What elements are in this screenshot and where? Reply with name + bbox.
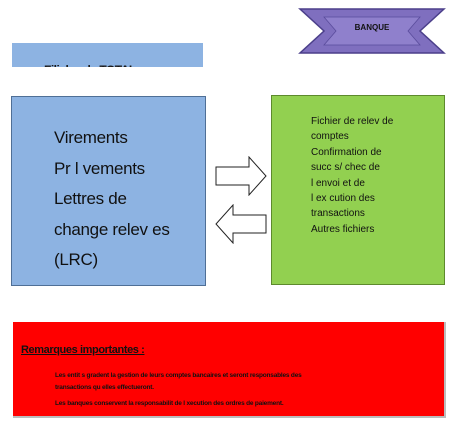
bank-files-list: Fichier de relev de comptes Confirmation… — [311, 114, 393, 237]
bank-file-item: l envoi et de — [311, 177, 365, 189]
banque-badge: BANQUE — [296, 7, 448, 55]
right-arrow-icon — [215, 156, 267, 196]
remarks-line: Les entit s gradent la gestion de leurs … — [55, 372, 302, 379]
filiales-title-box: Filiales de TOTAL — [12, 43, 203, 73]
payment-type-item: change relev es — [54, 219, 170, 239]
remarks-line: transactions qu elles effectueront. — [55, 384, 154, 391]
left-arrow-icon — [215, 204, 267, 244]
bank-file-item: Fichier de relev de — [311, 116, 394, 127]
bank-file-item: Confirmation de — [311, 146, 382, 158]
payment-type-item: (LRC) — [54, 250, 98, 269]
remarks-box: Remarques importantes : Les entit s grad… — [13, 322, 446, 418]
banque-label: BANQUE — [354, 23, 390, 32]
banque-ribbon-shape — [298, 8, 446, 54]
filiales-clip-strip — [12, 67, 203, 73]
remarks-line: Les banques conservent la responsabilit … — [55, 400, 284, 407]
payment-type-item: Virements — [54, 128, 128, 147]
remarks-title: Remarques importantes : — [21, 344, 145, 356]
bank-file-item: l ex cution des — [311, 193, 375, 205]
bank-file-item: transactions — [311, 208, 365, 220]
payment-types-box: Virements Pr l vements Lettres de change… — [11, 96, 206, 286]
payment-type-item: Lettres de — [54, 189, 127, 208]
bank-file-item: comptes — [311, 131, 349, 143]
bank-file-item: succ s/ chec de — [311, 162, 380, 174]
bank-file-item: Autres fichiers — [311, 223, 375, 235]
payment-types-list: Virements Pr l vements Lettres de change… — [54, 123, 170, 276]
bank-files-box: Fichier de relev de comptes Confirmation… — [271, 95, 445, 285]
payment-type-item: Pr l vements — [54, 158, 145, 178]
